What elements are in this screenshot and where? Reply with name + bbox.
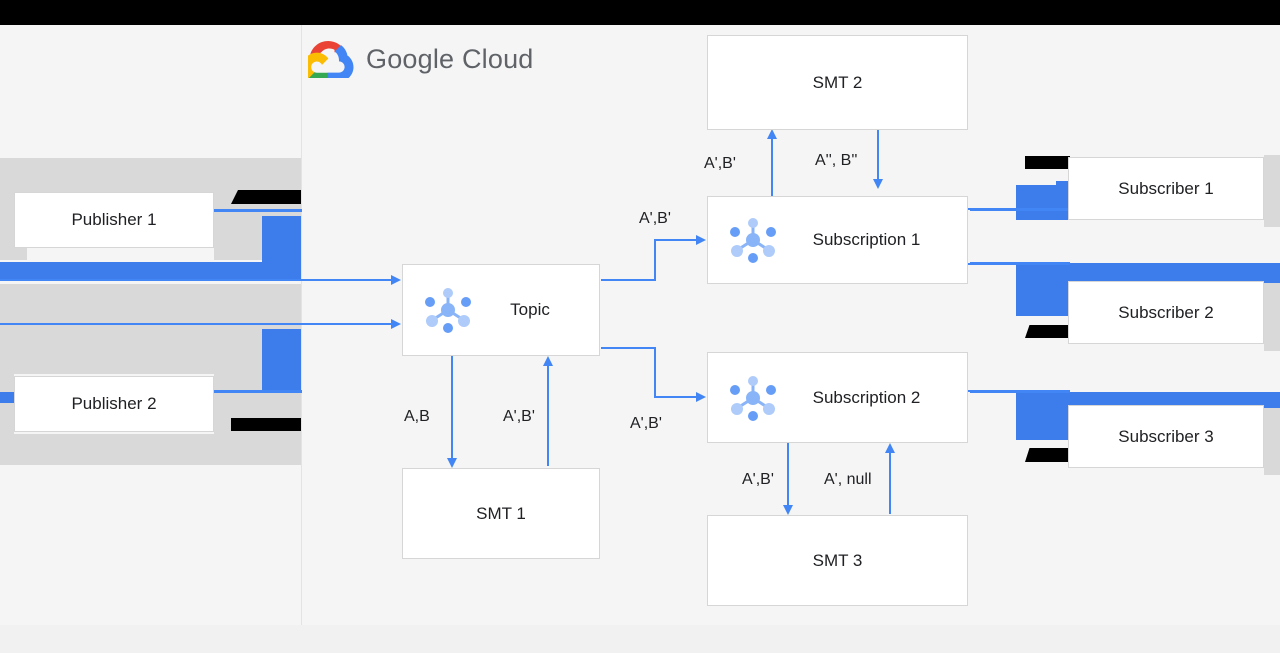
left-black-bar-2	[231, 418, 301, 431]
node-topic-label: Topic	[510, 300, 550, 319]
left-grey-panel-5	[0, 346, 301, 374]
node-subscription-2[interactable]: Subscription 2	[707, 352, 968, 443]
left-blue-line-2	[214, 390, 302, 393]
right-blue-artifact-3	[1016, 263, 1280, 283]
brand-word-google: Google	[366, 43, 455, 74]
right-blue-artifact-2	[1056, 181, 1072, 187]
pubsub-node-icon	[730, 375, 776, 421]
right-blue-artifact-1	[1016, 185, 1072, 220]
left-blue-artifact-4	[0, 392, 14, 403]
edge-label-topic-to-subscription1: A',B'	[639, 210, 671, 227]
right-blue-artifact-4	[1016, 283, 1072, 316]
node-subscriber-3[interactable]: Subscriber 3	[1068, 405, 1264, 468]
node-subscription-1-label: Subscription 1	[812, 230, 921, 249]
right-black-bar-3	[1025, 448, 1070, 462]
left-blue-artifact-2	[0, 262, 301, 281]
right-black-bar-2	[1025, 325, 1070, 338]
pubsub-node-icon	[730, 218, 776, 263]
top-black-bar	[0, 0, 1280, 25]
google-cloud-logo-icon	[308, 41, 354, 78]
edge-label-smt1-to-topic: A',B'	[503, 408, 535, 425]
left-blue-line-1	[214, 209, 302, 212]
edge-label-smt3-to-subscription2: A', null	[824, 471, 872, 488]
left-grey-panel-6	[0, 374, 14, 434]
node-subscription-2-label: Subscription 2	[812, 387, 921, 407]
right-grey-panel-2	[1264, 279, 1280, 351]
node-subscriber-1-label: Subscriber 1	[1118, 178, 1214, 198]
node-subscriber-2-label: Subscriber 2	[1118, 302, 1214, 322]
node-subscriber-2[interactable]: Subscriber 2	[1068, 281, 1264, 344]
node-publisher-1-label: Publisher 1	[71, 210, 157, 229]
node-smt-3[interactable]: SMT 3	[707, 515, 968, 606]
edge-label-topic-to-subscription2: A',B'	[630, 415, 662, 432]
node-smt-3-label: SMT 3	[812, 550, 863, 570]
right-grey-panel-1	[1264, 155, 1280, 227]
right-blue-artifact-6	[1016, 408, 1072, 440]
right-grey-panel-3	[1264, 403, 1280, 475]
google-cloud-brand: Google Cloud	[308, 40, 534, 78]
pubsub-node-icon	[425, 288, 471, 333]
right-black-bar-1	[1025, 156, 1070, 169]
edge-label-topic-to-smt1: A,B	[404, 408, 430, 425]
node-smt-2-label: SMT 2	[812, 72, 863, 92]
edge-label-subscription2-to-smt3: A',B'	[742, 471, 774, 488]
node-publisher-2-label: Publisher 2	[71, 394, 157, 413]
node-smt-1-label: SMT 1	[476, 503, 526, 523]
left-grey-panel-4	[0, 284, 301, 346]
left-grey-panel-8	[0, 434, 301, 465]
right-blue-artifact-5	[1016, 392, 1280, 408]
node-smt-2[interactable]: SMT 2	[707, 35, 968, 130]
edge-label-subscription1-to-smt2: A',B'	[704, 155, 736, 172]
left-blue-artifact-3	[262, 329, 301, 392]
node-subscription-1[interactable]: Subscription 1	[707, 196, 968, 284]
page-bottom-band	[0, 625, 1280, 653]
node-subscriber-3-label: Subscriber 3	[1118, 426, 1214, 446]
left-black-bar-1	[231, 190, 301, 204]
node-smt-1[interactable]: SMT 1	[402, 468, 600, 559]
node-publisher-2[interactable]: Publisher 2	[14, 376, 214, 432]
edge-label-smt2-to-subscription1: A'', B''	[815, 152, 858, 169]
node-subscriber-1[interactable]: Subscriber 1	[1068, 157, 1264, 220]
node-topic[interactable]: Topic	[402, 264, 600, 356]
brand-text: Google Cloud	[366, 44, 534, 75]
brand-word-cloud: Cloud	[461, 43, 534, 74]
node-publisher-1[interactable]: Publisher 1	[14, 192, 214, 248]
